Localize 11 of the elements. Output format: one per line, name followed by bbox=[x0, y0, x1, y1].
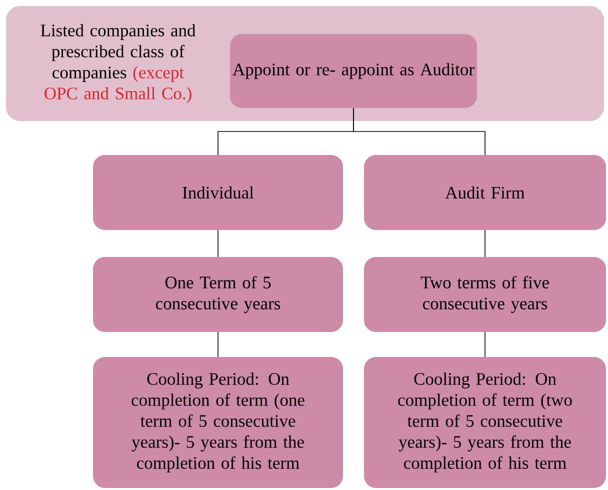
band-text: Listed companies and prescribed class of companies (except OPC and Small Co.) bbox=[40, 24, 196, 103]
process-box: Cooling Period: On completion of term (two term of 5 consecutive years)- 5 years from the completion of his term bbox=[364, 357, 606, 488]
process-box: One Term of 5 consecutive years bbox=[93, 257, 343, 332]
process-box: Audit Firm bbox=[364, 155, 606, 230]
process-box: Cooling Period: On completion of term (one term of 5 consecutive years)- 5 years from the completion of his term bbox=[93, 357, 343, 488]
process-box: Individual bbox=[93, 155, 343, 230]
connector-line bbox=[353, 108, 486, 156]
process-box: Two terms of five consecutive years bbox=[364, 257, 606, 332]
process-box: Appoint or re- appoint as Auditor bbox=[230, 34, 477, 108]
connector-line bbox=[484, 332, 486, 358]
connector-line bbox=[484, 230, 486, 258]
